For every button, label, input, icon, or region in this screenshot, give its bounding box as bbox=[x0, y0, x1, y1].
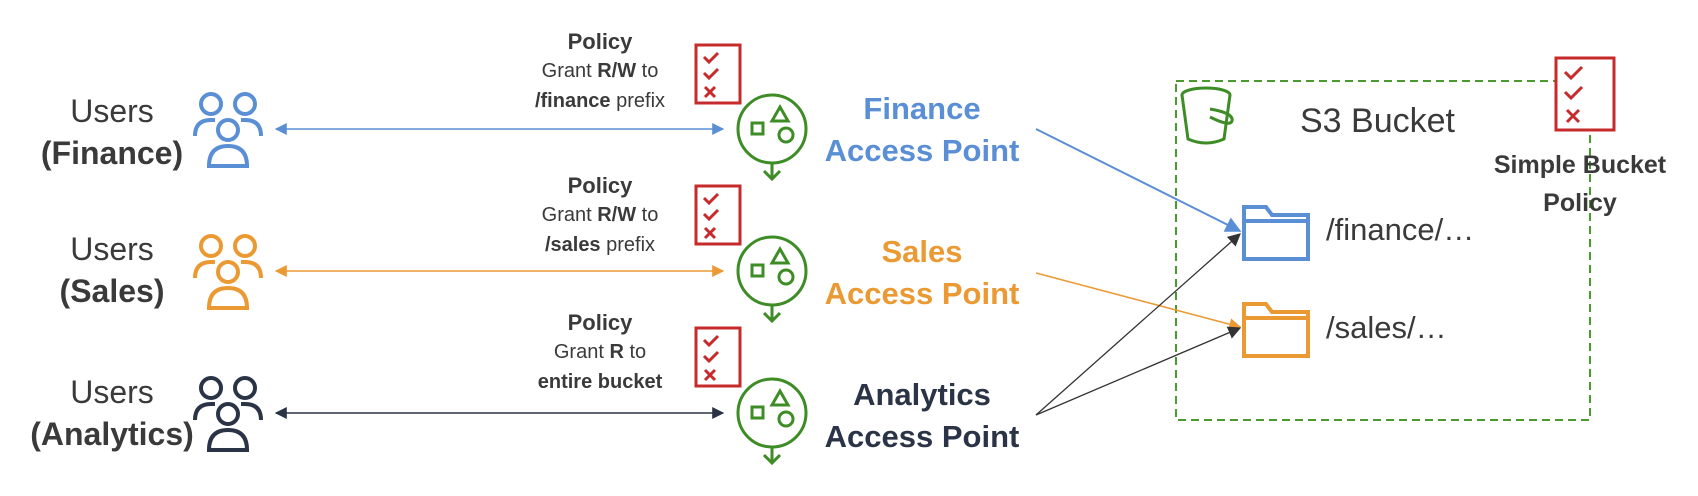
users-sales-icon bbox=[193, 234, 263, 310]
access-point-icon bbox=[736, 93, 808, 182]
policy-analytics-line2: entire bucket bbox=[537, 371, 663, 393]
analytics-to-finance-arrow bbox=[1035, 233, 1241, 416]
users-sales-label: Users (Sales) bbox=[2, 228, 222, 312]
users-finance-line2: (Finance) bbox=[40, 135, 184, 171]
analytics-access-point-line1: Analytics bbox=[853, 377, 991, 412]
policy-finance-text: Policy Grant R/W to /finance prefix bbox=[490, 28, 710, 116]
folder-sales-icon bbox=[1242, 302, 1310, 358]
folder-finance-label: /finance/… bbox=[1326, 212, 1475, 247]
s3-bucket-title: S3 Bucket bbox=[1300, 102, 1455, 140]
folder-finance-icon bbox=[1242, 205, 1310, 261]
simple-bucket-policy-label: Simple Bucket Policy bbox=[1480, 146, 1680, 222]
users-finance-label: Users (Finance) bbox=[2, 90, 222, 174]
users-finance-line1: Users bbox=[70, 93, 154, 129]
users-analytics-icon bbox=[193, 376, 263, 452]
analytics-to-sales-arrow bbox=[1035, 326, 1242, 416]
access-point-icon bbox=[736, 235, 808, 324]
folder-sales-label: /sales/… bbox=[1326, 310, 1447, 345]
analytics-access-point-line2: Access Point bbox=[824, 419, 1020, 454]
policy-sales-text: Policy Grant R/W to /sales prefix bbox=[490, 172, 710, 260]
finance-access-point-label: Finance Access Point bbox=[792, 88, 1052, 172]
policy-analytics-title: Policy bbox=[567, 310, 633, 335]
bucket-icon bbox=[1180, 86, 1234, 145]
users-analytics-label: Users (Analytics) bbox=[2, 371, 222, 455]
policy-sales-line1: Grant R/W to bbox=[541, 204, 659, 226]
access-point-icon bbox=[736, 377, 808, 466]
sales-access-point-line1: Sales bbox=[881, 234, 963, 269]
policy-finance-title: Policy bbox=[567, 29, 633, 54]
policy-finance-line2: /finance prefix bbox=[534, 90, 666, 112]
policy-checklist-icon bbox=[694, 184, 742, 246]
users-finance-icon bbox=[193, 92, 263, 168]
users-analytics-line1: Users bbox=[70, 374, 154, 410]
bucket-policy-icon bbox=[1554, 56, 1616, 132]
finance-to-folder-arrow bbox=[1035, 128, 1242, 232]
simple-bucket-policy-line1: Simple Bucket bbox=[1493, 151, 1667, 179]
analytics-access-point-label: Analytics Access Point bbox=[792, 374, 1052, 458]
policy-analytics-line1: Grant R to bbox=[553, 341, 647, 363]
users-analytics-line2: (Analytics) bbox=[30, 416, 194, 452]
sales-to-folder-arrow bbox=[1035, 272, 1242, 331]
finance-access-point-line2: Access Point bbox=[824, 133, 1020, 168]
finance-access-point-line1: Finance bbox=[863, 91, 981, 126]
policy-sales-line2: /sales prefix bbox=[544, 234, 656, 256]
policy-finance-line1: Grant R/W to bbox=[541, 60, 659, 82]
policy-checklist-icon bbox=[694, 326, 742, 388]
sales-access-point-line2: Access Point bbox=[824, 276, 1020, 311]
sales-access-point-label: Sales Access Point bbox=[792, 231, 1052, 315]
users-sales-line2: (Sales) bbox=[59, 273, 165, 309]
policy-checklist-icon bbox=[694, 43, 742, 105]
users-sales-line1: Users bbox=[70, 231, 154, 267]
policy-analytics-text: Policy Grant R to entire bucket bbox=[490, 309, 710, 397]
simple-bucket-policy-line2: Policy bbox=[1543, 189, 1617, 217]
policy-sales-title: Policy bbox=[567, 173, 633, 198]
